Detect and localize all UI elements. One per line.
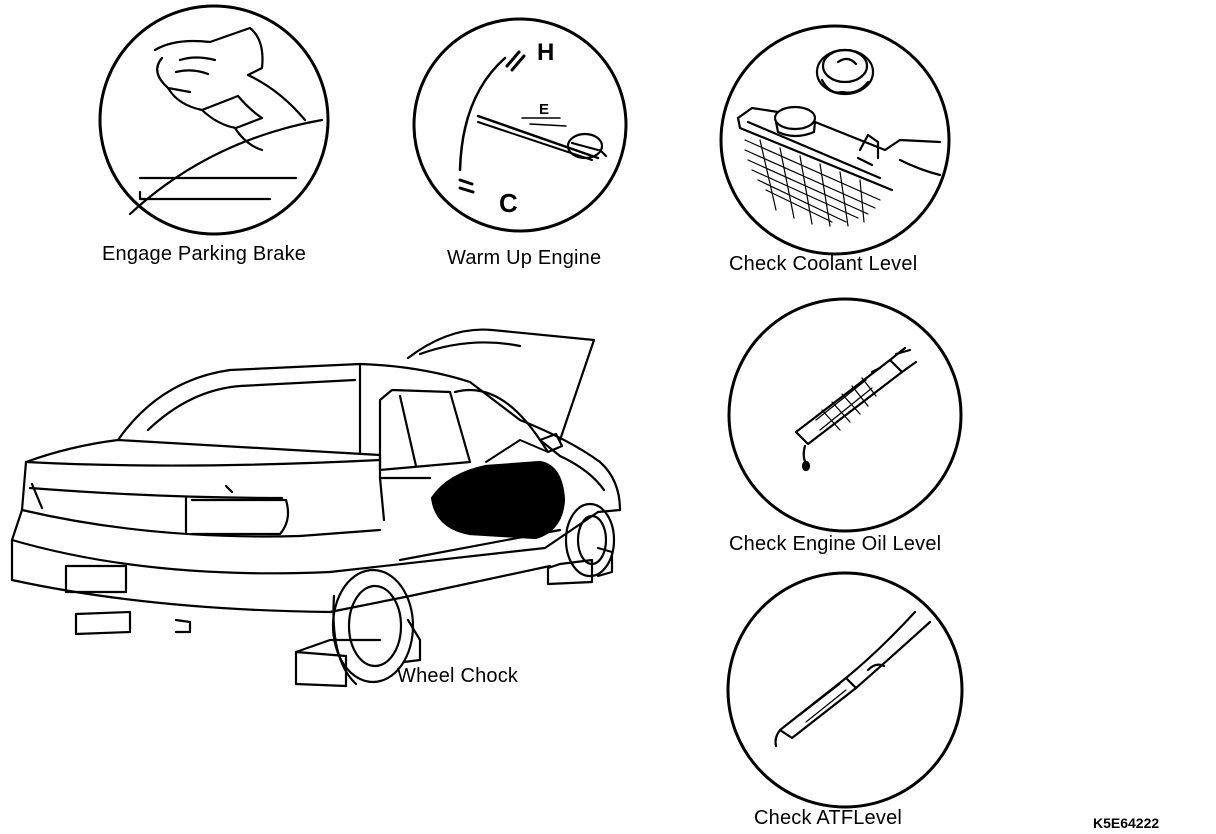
label-engage-parking-brake: Engage Parking Brake [102,243,306,266]
coolant-reservoir-illustration [721,26,949,254]
label-check-engine-oil-level: Check Engine Oil Level [729,533,941,556]
label-check-coolant-level: Check Coolant Level [729,253,917,276]
engine-bay-shadow [432,462,564,538]
figure-code: K5E64222 [1093,815,1159,831]
parking-brake-illustration [100,6,328,234]
gauge-cold-label: C [499,188,518,218]
radiator-grille [745,140,880,226]
label-wheel-chock: Wheel Chock [397,665,518,688]
atf-dipstick-illustration [728,573,962,807]
engine-oil-dipstick-illustration [729,299,961,531]
label-warm-up-engine: Warm Up Engine [447,247,601,270]
gauge-hot-label: H [537,39,554,66]
label-check-atf-level: Check ATFLevel [754,807,902,830]
temperature-gauge-illustration [414,19,626,231]
gauge-mark-label: E [539,101,549,118]
